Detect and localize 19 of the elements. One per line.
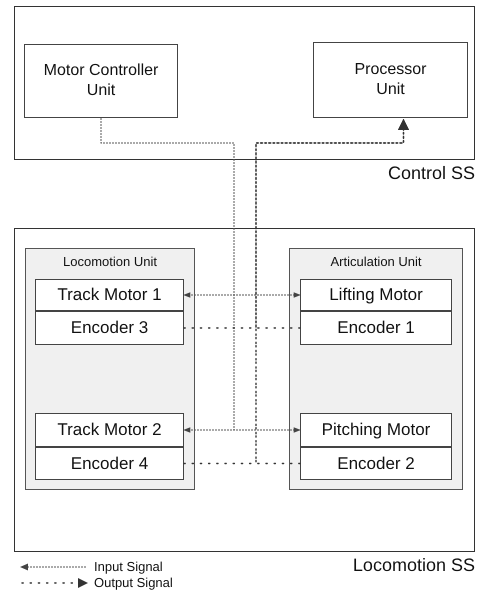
component-box: Encoder 1 [300, 311, 452, 345]
legend-label: Output Signal [94, 575, 173, 590]
component-box: Lifting Motor [300, 279, 452, 311]
component-box: Motor Controller Unit [24, 44, 178, 118]
unit-title: Articulation Unit [329, 254, 423, 269]
component-box: Track Motor 2 [35, 413, 184, 447]
component-box: Encoder 2 [300, 447, 452, 480]
component-box: Track Motor 1 [35, 279, 184, 311]
unit-title: Locomotion Unit [62, 254, 158, 269]
unit-panel [289, 248, 463, 490]
component-box: Encoder 4 [35, 447, 184, 480]
legend-label: Input Signal [94, 559, 163, 574]
subsystem-label: Locomotion SS [352, 555, 475, 576]
component-box: Pitching Motor [300, 413, 452, 447]
component-box: Processor Unit [313, 42, 468, 118]
subsystem-label: Control SS [388, 163, 475, 184]
signal-arrow [255, 118, 409, 464]
component-box: Encoder 3 [35, 311, 184, 345]
unit-panel [25, 248, 195, 490]
